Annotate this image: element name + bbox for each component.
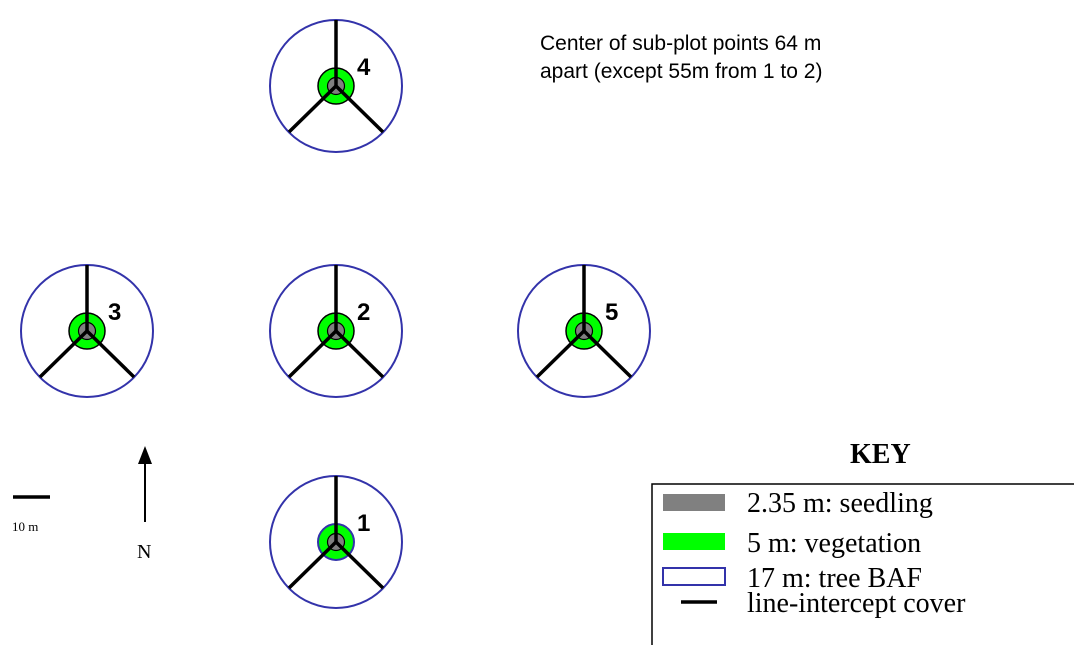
key-border bbox=[651, 483, 1074, 645]
subplot-1: 1 bbox=[269, 475, 403, 609]
key: KEY 2.35 m: seedling 5 m: vegetation 17 … bbox=[651, 439, 1074, 645]
key-item-vegetation-label: 5 m: vegetation bbox=[747, 528, 921, 559]
tree-baf-swatch bbox=[662, 567, 726, 586]
subplot-number: 3 bbox=[108, 299, 121, 326]
transect-line-southeast bbox=[334, 329, 385, 379]
transect-line-southwest bbox=[287, 84, 338, 134]
transect-line-southeast bbox=[582, 329, 633, 379]
transect-line-southeast bbox=[334, 84, 385, 134]
vegetation-swatch bbox=[663, 533, 725, 550]
subplot-5: 5 bbox=[517, 264, 651, 398]
subplot-3: 3 bbox=[20, 264, 154, 398]
subplot-number: 1 bbox=[357, 510, 370, 537]
transect-line-southeast bbox=[85, 329, 136, 379]
subplot-number: 5 bbox=[605, 299, 618, 326]
transect-line-southeast bbox=[334, 540, 385, 590]
transect-line-southwest bbox=[535, 329, 586, 379]
key-item-tree-baf-label: 17 m: tree BAF bbox=[747, 563, 922, 594]
subplot-number: 4 bbox=[357, 54, 371, 81]
spacing-note-line-1: Center of sub-plot points 64 m bbox=[540, 32, 822, 55]
subplot-number: 2 bbox=[357, 299, 370, 326]
spacing-note-line-2: apart (except 55m from 1 to 2) bbox=[540, 60, 823, 83]
transect-line-southwest bbox=[287, 329, 338, 379]
key-item-line-intercept-label: line-intercept cover bbox=[747, 588, 966, 619]
seedling-swatch bbox=[663, 494, 725, 511]
subplot-4: 4 bbox=[269, 19, 403, 153]
scale-bar: 10 m bbox=[12, 495, 50, 534]
scale-bar-label: 10 m bbox=[12, 519, 38, 534]
spacing-note: Center of sub-plot points 64 m apart (ex… bbox=[540, 30, 960, 86]
key-title: KEY bbox=[850, 439, 911, 470]
transect-line-southwest bbox=[287, 540, 338, 590]
key-item-seedling-label: 2.35 m: seedling bbox=[747, 488, 933, 519]
north-arrow: N bbox=[137, 446, 152, 563]
transect-line-southwest bbox=[38, 329, 89, 379]
north-arrow-head-icon bbox=[138, 446, 152, 464]
subplot-2: 2 bbox=[269, 264, 403, 398]
north-arrow-label: N bbox=[137, 541, 151, 563]
